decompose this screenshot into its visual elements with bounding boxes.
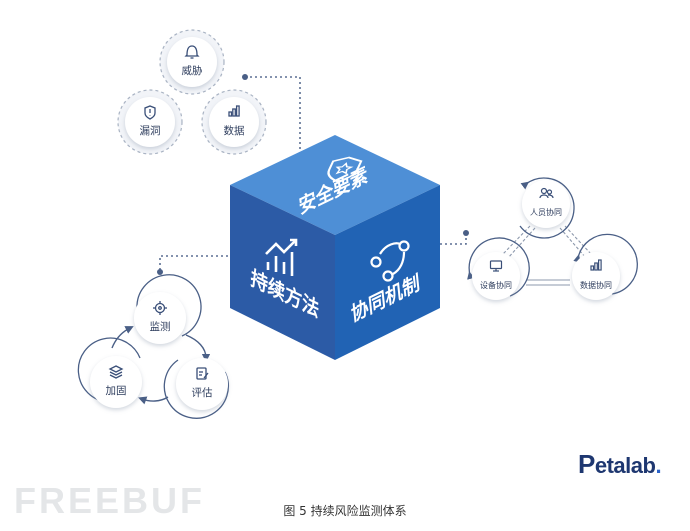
node-label: 威胁 <box>182 64 203 77</box>
node-label: 加固 <box>106 385 127 397</box>
node-label: 数据 <box>224 124 245 137</box>
node-threat: 威胁 <box>159 29 225 95</box>
petalab-logo: Petalab. <box>578 449 662 480</box>
connector-dot <box>242 74 248 80</box>
node-label: 数据协同 <box>580 280 612 290</box>
logo-text: etalab <box>594 453 656 478</box>
users-icon <box>539 187 554 199</box>
node-device-collab: 设备协同 <box>467 237 530 300</box>
node-label: 人员协同 <box>530 207 562 217</box>
node-label: 监测 <box>150 320 171 333</box>
crosshair-icon <box>153 301 167 315</box>
cube: 安全要素 持续方法 协同机制 <box>230 135 440 360</box>
trend-chart-icon <box>265 238 298 276</box>
figure-caption: 图 5 持续风险监测体系 <box>283 504 407 518</box>
network-icon <box>370 240 410 282</box>
document-edit-icon <box>196 367 209 380</box>
shield-star-icon <box>327 156 363 183</box>
node-label: 漏洞 <box>140 125 161 137</box>
node-vulnerability: 漏洞 <box>117 89 183 155</box>
bell-icon <box>184 45 200 59</box>
node-data: 数据 <box>201 89 267 155</box>
cube-left-face <box>230 185 335 360</box>
connector-elements <box>245 76 301 155</box>
node-harden: 加固 <box>77 337 142 408</box>
watermark: FREEBUF <box>14 480 205 521</box>
bar-chart-icon <box>228 105 240 117</box>
connector-method <box>159 255 232 270</box>
logo-letter: P <box>578 449 595 479</box>
node-assess: 评估 <box>163 358 229 419</box>
node-monitor: 监测 <box>134 274 202 344</box>
layers-icon <box>108 365 124 379</box>
node-label: 评估 <box>192 386 213 399</box>
shield-alert-icon <box>144 105 156 120</box>
logo-dot: . <box>655 453 662 478</box>
method-cluster: 监测 评估 加固 <box>77 274 229 419</box>
node-people-collab: 人员协同 <box>519 177 575 239</box>
triangle-links <box>502 225 592 286</box>
connector-dot <box>463 230 469 236</box>
elements-cluster: 威胁 漏洞 数据 <box>117 29 267 155</box>
connector-collab <box>440 233 467 245</box>
bar-chart-icon <box>590 259 602 271</box>
monitor-icon <box>489 260 503 272</box>
node-data-collab: 数据协同 <box>572 233 638 300</box>
node-label: 设备协同 <box>480 280 512 290</box>
collab-cluster: 人员协同 设备协同 数据协同 <box>467 177 638 300</box>
connector-dot <box>157 269 163 275</box>
